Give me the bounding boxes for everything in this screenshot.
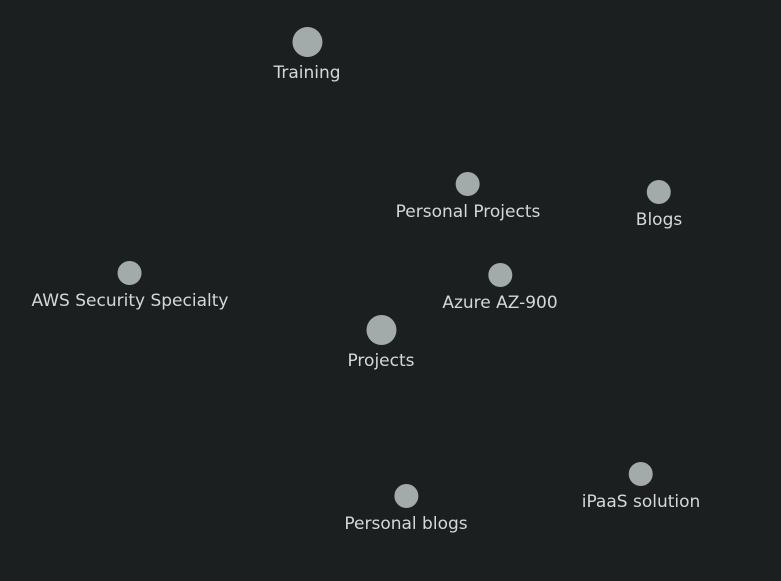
node-label[interactable]: iPaaS solution <box>581 492 701 512</box>
graph-node-projects[interactable]: Projects <box>347 315 415 371</box>
graph-node-aws-security-specialty[interactable]: AWS Security Specialty <box>31 261 229 311</box>
node-dot[interactable] <box>393 484 418 508</box>
node-label[interactable]: Personal Projects <box>395 202 541 222</box>
node-dot[interactable] <box>629 462 653 486</box>
node-dot[interactable] <box>366 315 396 345</box>
node-label[interactable]: Azure AZ-900 <box>442 293 558 313</box>
graph-node-blogs[interactable]: Blogs <box>636 180 682 230</box>
graph-node-personal-projects[interactable]: Personal Projects <box>395 172 541 222</box>
node-dot[interactable] <box>292 27 322 57</box>
node-label[interactable]: Personal blogs <box>344 514 468 534</box>
node-dot[interactable] <box>118 261 142 285</box>
node-label[interactable]: Blogs <box>635 210 683 230</box>
node-label[interactable]: AWS Security Specialty <box>31 291 229 311</box>
graph-node-personal-blogs[interactable]: Personal blogs <box>344 484 468 534</box>
node-dot[interactable] <box>647 180 671 204</box>
graph-node-ipaas-solution[interactable]: iPaaS solution <box>581 462 701 512</box>
node-label[interactable]: Projects <box>347 351 415 371</box>
graph-node-azure-az-900[interactable]: Azure AZ-900 <box>442 263 558 313</box>
node-label[interactable]: Training <box>273 63 341 83</box>
node-dot[interactable] <box>455 172 480 196</box>
node-dot[interactable] <box>488 263 512 287</box>
graph-node-training[interactable]: Training <box>273 27 341 83</box>
